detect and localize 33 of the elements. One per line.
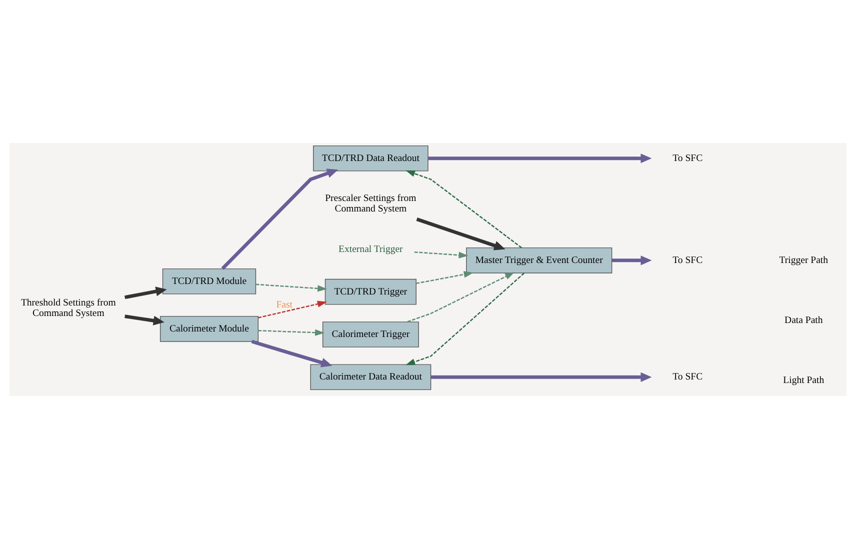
arrow <box>430 372 652 382</box>
arrow <box>258 329 325 336</box>
arrow <box>416 218 506 250</box>
node-text: Threshold Settings from Command System <box>20 297 116 319</box>
node-box: Calorimeter Trigger <box>322 322 419 348</box>
arrow <box>407 272 515 322</box>
node-box: Master Trigger & Event Counter <box>466 247 612 274</box>
arrow <box>406 272 525 366</box>
node-text: To SFC <box>672 372 703 383</box>
node-box: TCD/TRD Trigger <box>324 278 416 305</box>
arrow <box>416 271 474 284</box>
node-box: Calorimeter Data Readout <box>310 364 432 390</box>
arrow <box>612 256 652 266</box>
arrow <box>221 168 338 270</box>
legend-label: Trigger Path <box>779 255 828 266</box>
node-box: Calorimeter Module <box>160 316 259 342</box>
arrow <box>256 284 328 292</box>
edge-label: Fast <box>276 299 293 310</box>
arrow <box>124 286 167 300</box>
node-text: To SFC <box>672 255 703 266</box>
arrow <box>406 170 522 248</box>
legend-label: Light Path <box>783 375 824 386</box>
arrow <box>414 251 468 258</box>
arrow <box>251 340 332 368</box>
arrow <box>258 300 327 318</box>
node-text: External Trigger <box>338 244 403 255</box>
node-text: To SFC <box>672 152 703 164</box>
node-text: Prescaler Settings from Command System <box>325 193 416 215</box>
legend-label: Data Path <box>784 315 823 326</box>
arrow <box>124 314 164 326</box>
node-box: TCD/TRD Data Readout <box>313 145 428 172</box>
arrow <box>428 154 652 164</box>
node-box: TCD/TRD Module <box>162 268 256 294</box>
